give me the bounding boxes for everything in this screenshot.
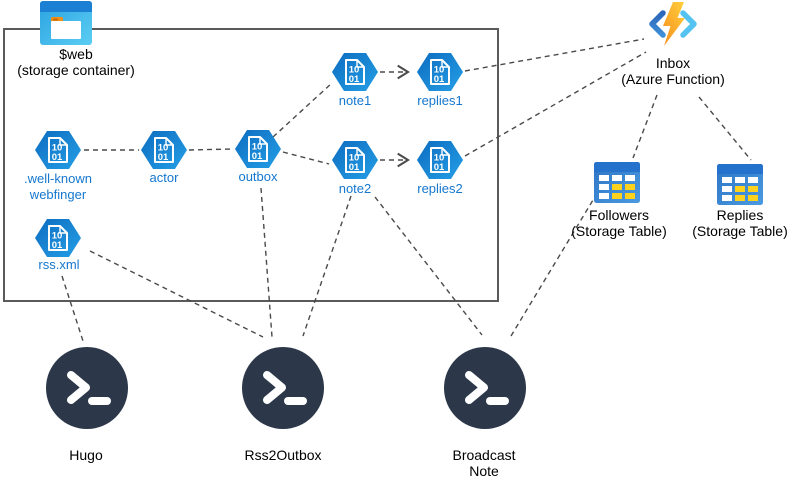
- replies-table-label: Replies (Storage Table): [692, 207, 787, 239]
- blob-actor-label: actor: [149, 170, 179, 185]
- blob-hexagon-icon: 10 01: [417, 53, 463, 91]
- connection-outbox-note2: [282, 151, 330, 165]
- blob-hexagon-icon: 10 01: [235, 130, 281, 168]
- replies-table-subtitle: (Storage Table): [692, 223, 788, 239]
- node-blob-outbox[interactable]: 10 01: [233, 128, 283, 175]
- node-blob-rss[interactable]: 10 01: [33, 217, 83, 264]
- node-blob-note1[interactable]: 10 01: [330, 51, 380, 98]
- blob-webfinger-label-line2: webfinger: [29, 187, 87, 202]
- svg-text:10: 10: [434, 65, 445, 76]
- blob-hexagon-icon: 10 01: [417, 141, 463, 179]
- svg-text:01: 01: [349, 74, 360, 85]
- blob-hexagon-icon: 10 01: [332, 141, 378, 179]
- svg-text:10: 10: [434, 153, 445, 164]
- terminal-icon: [444, 347, 526, 429]
- svg-text:10: 10: [52, 231, 63, 242]
- svg-text:10: 10: [349, 153, 360, 164]
- azure-function-icon: [649, 2, 697, 46]
- svg-text:01: 01: [52, 240, 63, 251]
- inbox-function-name: Inbox: [655, 55, 691, 71]
- connection-rss-hugo: [61, 275, 84, 342]
- broadcast-note-script-label: Broadcast Note: [452, 447, 515, 479]
- connection-inbox-followers: [632, 94, 658, 159]
- svg-text:01: 01: [158, 152, 169, 163]
- web-container-label: $web (storage container): [17, 46, 135, 78]
- node-inbox-function[interactable]: [646, 2, 700, 51]
- svg-text:10: 10: [252, 142, 263, 153]
- blob-note1-label: note1: [338, 93, 372, 108]
- blob-hexagon-icon: 10 01: [141, 131, 187, 169]
- connection-inbox-replies: [698, 96, 752, 161]
- svg-text:01: 01: [52, 152, 63, 163]
- terminal-icon: [46, 347, 128, 429]
- node-replies-table[interactable]: [717, 164, 763, 210]
- blob-webfinger-label-line1: .well-known: [24, 171, 92, 186]
- blob-rss-label: rss.xml: [38, 257, 80, 272]
- storage-container-boundary: [3, 28, 499, 302]
- node-hugo-script[interactable]: [45, 346, 129, 435]
- svg-text:01: 01: [349, 162, 360, 173]
- connection-actor-outbox: [188, 148, 234, 151]
- blob-replies2-label: replies2: [417, 181, 463, 196]
- node-broadcast-note-script[interactable]: [443, 346, 527, 435]
- connection-note2-broadcast: [374, 196, 483, 336]
- node-blob-replies2[interactable]: 10 01: [415, 139, 465, 186]
- followers-table-label: Followers (Storage Table): [571, 207, 666, 239]
- node-blob-actor[interactable]: 10 01: [139, 129, 189, 176]
- blob-hexagon-icon: 10 01: [35, 219, 81, 257]
- followers-table-subtitle: (Storage Table): [571, 223, 667, 239]
- svg-text:01: 01: [252, 151, 263, 162]
- web-container-subtitle: (storage container): [17, 62, 135, 78]
- storage-table-icon: [594, 162, 640, 203]
- node-blob-webfinger[interactable]: 10 01: [33, 129, 83, 176]
- rss2outbox-script-label: Rss2Outbox: [244, 447, 322, 463]
- node-rss2outbox-script[interactable]: [241, 346, 325, 435]
- broadcast-note-label-line2: Note: [469, 463, 499, 479]
- followers-table-name: Followers: [589, 207, 649, 223]
- connection-rss-rss2outbox: [89, 250, 264, 338]
- node-blob-replies1[interactable]: 10 01: [415, 51, 465, 98]
- blob-webfinger-label: .well-known webfinger: [24, 171, 92, 203]
- inbox-function-label: Inbox (Azure Function): [621, 55, 724, 87]
- connection-outbox-note1: [272, 82, 333, 138]
- hugo-script-label: Hugo: [69, 447, 103, 463]
- svg-text:10: 10: [349, 65, 360, 76]
- blob-hexagon-icon: 10 01: [332, 53, 378, 91]
- connection-outbox-rss2outbox: [260, 187, 273, 338]
- svg-text:01: 01: [434, 74, 445, 85]
- terminal-icon: [242, 347, 324, 429]
- node-followers-table[interactable]: [594, 162, 640, 208]
- connection-replies2-inbox: [464, 51, 647, 157]
- connection-note2-rss2outbox: [302, 195, 352, 337]
- svg-text:01: 01: [434, 162, 445, 173]
- svg-text:10: 10: [52, 143, 63, 154]
- inbox-function-subtitle: (Azure Function): [621, 71, 725, 87]
- broadcast-note-label-line1: Broadcast: [452, 447, 516, 463]
- connection-replies1-inbox: [464, 38, 645, 72]
- web-container-name: $web: [59, 46, 93, 62]
- svg-text:10: 10: [158, 143, 169, 154]
- replies-table-name: Replies: [716, 207, 764, 223]
- storage-table-icon: [717, 164, 763, 205]
- blob-replies1-label: replies1: [417, 93, 463, 108]
- blob-hexagon-icon: 10 01: [35, 131, 81, 169]
- node-web-container[interactable]: [40, 1, 92, 50]
- blob-note2-label: note2: [338, 181, 372, 196]
- blob-outbox-label: outbox: [238, 169, 278, 184]
- node-blob-note2[interactable]: 10 01: [330, 139, 380, 186]
- storage-container-icon: [40, 1, 92, 45]
